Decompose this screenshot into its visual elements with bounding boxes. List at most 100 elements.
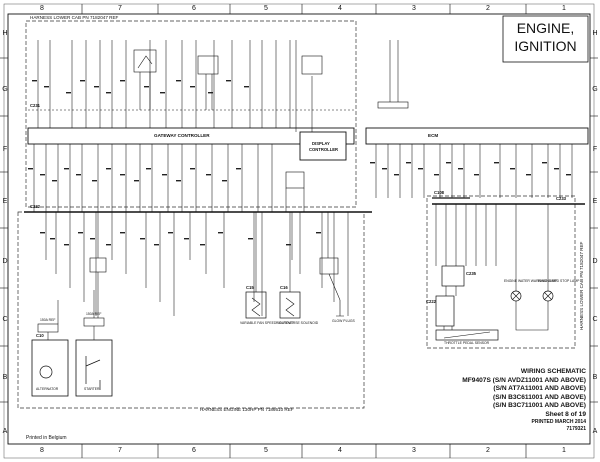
title-block-line-3: (S/N B3C711001 AND ABOVE)	[493, 402, 586, 410]
fan-cutout-coil	[251, 297, 261, 317]
column-marker-top-8: 8	[40, 5, 44, 12]
row-marker-right-F: F	[592, 146, 598, 153]
wire-code-mark	[154, 244, 159, 246]
sheet-title-line1: ENGINE,	[516, 20, 575, 36]
engine-water-lamp-label: ENGINE WATER WARNING LAMP	[504, 279, 558, 283]
fan-reverse-box	[279, 291, 301, 319]
wire-code-mark	[176, 80, 181, 82]
throttle-sensor-box	[435, 329, 499, 341]
fan-reverse-label: FAN REVERSE SOLENOID	[276, 321, 319, 325]
wire-code-mark	[184, 238, 189, 240]
upper-relay	[197, 55, 219, 75]
connector-c16: C16	[280, 285, 288, 290]
wire-code-mark	[106, 92, 111, 94]
harness-lower-cab-side-label: HARNESS LOWER CAB PN 7182047 REF	[579, 241, 584, 330]
gateway-controller-label: GATEWAY CONTROLLER	[154, 133, 210, 138]
harness-right-region	[426, 195, 576, 349]
row-marker-left-F: F	[2, 146, 8, 153]
wire-code-mark	[434, 174, 439, 176]
wire	[389, 40, 399, 102]
wire-code-mark	[106, 244, 111, 246]
wire-code-mark	[120, 80, 125, 82]
wire	[445, 286, 457, 296]
ignition-switch-contact	[137, 55, 153, 69]
c222-block	[435, 295, 455, 327]
wire-code-mark	[316, 232, 321, 234]
wire-code-mark	[248, 238, 253, 240]
column-marker-bottom-3: 3	[412, 447, 416, 454]
row-marker-left-H: H	[2, 30, 8, 37]
wire-code-mark	[50, 238, 55, 240]
column-marker-bottom-1: 1	[562, 447, 566, 454]
wire	[139, 72, 151, 110]
alternator-fuse-box	[37, 323, 59, 333]
column-marker-top-7: 7	[118, 5, 122, 12]
row-marker-right-G: G	[592, 86, 598, 93]
starter-fuse-box	[83, 317, 105, 327]
row-marker-left-E: E	[2, 198, 8, 205]
wire	[255, 212, 291, 292]
wire-code-mark	[64, 244, 69, 246]
column-marker-top-5: 5	[264, 5, 268, 12]
connector-c222: C222	[426, 299, 437, 304]
ecm-label: ECM	[428, 133, 439, 138]
wire-code-mark	[40, 174, 45, 176]
wire-code-mark	[120, 174, 125, 176]
wire-code-mark	[40, 232, 45, 234]
starter-symbol	[85, 356, 101, 390]
wire	[443, 326, 453, 330]
fan-cutout-box	[245, 291, 267, 319]
wire-code-mark	[418, 168, 423, 170]
wire-code-mark	[200, 244, 205, 246]
sheet-border	[7, 13, 591, 445]
wire-code-mark	[218, 232, 223, 234]
title-block-printed: PRINTED MARCH 2014	[531, 419, 586, 426]
wire-group	[33, 40, 573, 340]
cab-relay	[285, 171, 305, 189]
wire-code-mark	[146, 168, 151, 170]
wire-code-mark	[244, 86, 249, 88]
title-block-sheet: Sheet 8 of 19	[545, 410, 586, 418]
row-marker-right-D: D	[592, 258, 598, 265]
sheet-title: ENGINE, IGNITION	[503, 20, 588, 55]
fan-cutout-label: VARIABLE FAN SPEED / CUTOUT	[240, 321, 294, 325]
fan-relay	[301, 55, 323, 75]
wire	[57, 290, 95, 324]
c235-block	[441, 265, 465, 287]
wire-code-mark	[66, 92, 71, 94]
wire-code-mark	[176, 180, 181, 182]
connector-c15: C15	[246, 285, 254, 290]
glow-plugs-label: GLOW PLUGS	[332, 319, 355, 323]
row-marker-left-A: A	[2, 428, 8, 435]
row-marker-left-C: C	[2, 316, 8, 323]
column-marker-bottom-2: 2	[486, 447, 490, 454]
column-marker-bottom-8: 8	[40, 447, 44, 454]
wire-code-mark	[44, 86, 49, 88]
row-marker-left-G: G	[2, 86, 8, 93]
harness-lower-cab-label: HARNESS LOWER CAB PN 7182047 REF	[30, 15, 119, 20]
frame-ticks	[0, 4, 598, 458]
wire-code-mark	[286, 244, 291, 246]
connector-c235: C235	[466, 271, 477, 276]
starter-box	[75, 339, 113, 397]
throttle-sensor-wiper	[443, 331, 491, 339]
column-marker-top-6: 6	[192, 5, 196, 12]
wire-code-mark	[370, 162, 375, 164]
wire-code-mark	[446, 162, 451, 164]
start-relay	[89, 257, 107, 273]
wire-code-mark	[168, 232, 173, 234]
wire-code-mark	[208, 92, 213, 94]
wire-code-mark	[542, 162, 547, 164]
row-marker-right-H: H	[592, 30, 598, 37]
title-box	[502, 15, 589, 63]
connector-c108: C108	[434, 190, 445, 195]
column-marker-bottom-5: 5	[264, 447, 268, 454]
wire-code-mark	[28, 168, 33, 170]
wire-code-mark	[566, 174, 571, 176]
wire	[285, 188, 305, 212]
engine-red-lamp-symbol	[542, 290, 554, 302]
column-marker-top-1: 1	[562, 5, 566, 12]
wire-code-mark	[78, 232, 83, 234]
wire-code-mark	[222, 180, 227, 182]
wire-code-mark	[510, 168, 515, 170]
